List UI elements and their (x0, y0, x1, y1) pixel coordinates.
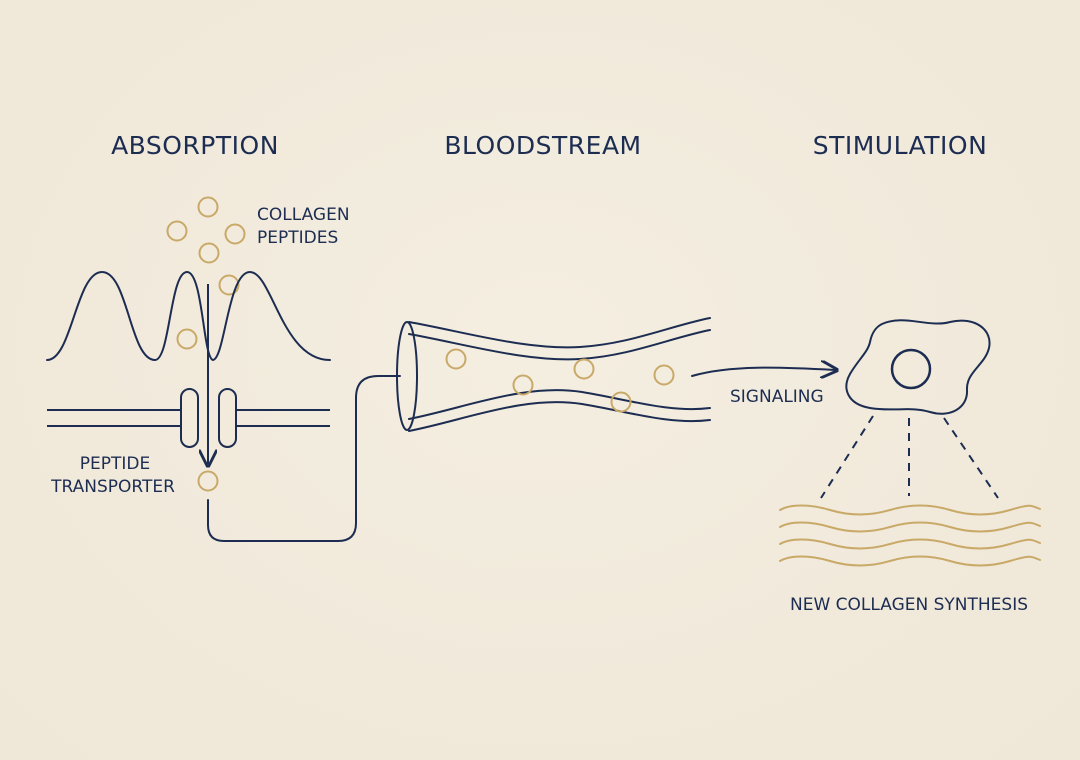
peptide-particle (176, 328, 198, 350)
collagen-fiber (779, 538, 1041, 550)
cell-membrane (47, 409, 330, 427)
synthesis-rays (820, 415, 999, 499)
stimulation-panel: NEW COLLAGEN SYNTHESIS (779, 319, 1041, 615)
peptide-particle (512, 374, 534, 396)
label-collagen-line1: COLLAGEN (257, 205, 350, 225)
heading-bloodstream: BLOODSTREAM (444, 131, 641, 160)
heading-stimulation: STIMULATION (813, 131, 988, 160)
collagen-fiber (779, 521, 1041, 533)
signaling-arrow (691, 368, 835, 376)
peptide-particle (197, 470, 219, 492)
absorption-panel: COLLAGEN PEPTIDES PEPTIDE TRANSPORTER (46, 196, 401, 542)
label-transporter-line1: PEPTIDE (80, 454, 150, 474)
peptide-particle (445, 348, 467, 370)
bloodstream-peptides (445, 348, 675, 413)
peptide-particle (610, 391, 632, 413)
blood-vessel-bottom-wall (408, 401, 711, 432)
peptide-particle (218, 274, 240, 296)
label-collagen-line2: PEPTIDES (257, 228, 338, 248)
peptide-particle (653, 364, 675, 386)
peptide-particle (198, 242, 220, 264)
label-new-collagen-synthesis: NEW COLLAGEN SYNTHESIS (790, 595, 1028, 615)
label-signaling: SIGNALING (730, 387, 824, 407)
blood-vessel-top-inner (408, 329, 711, 361)
transporter-channel-right (218, 388, 237, 448)
dashed-ray (820, 415, 874, 499)
collagen-fiber (779, 504, 1041, 516)
blood-vessel-top-wall (408, 317, 711, 349)
dashed-ray (943, 417, 999, 499)
heading-absorption: ABSORPTION (111, 131, 279, 160)
collagen-fiber (779, 555, 1041, 567)
peptide-particle (166, 220, 188, 242)
fibroblast-cell (845, 319, 991, 415)
blood-vessel-opening (396, 321, 418, 431)
bloodstream-panel: SIGNALING (396, 317, 835, 432)
label-transporter-line2: TRANSPORTER (50, 477, 175, 497)
blood-vessel-bottom-inner (408, 389, 711, 420)
peptide-particle (197, 196, 219, 218)
collagen-peptides-cluster (166, 196, 246, 492)
peptide-particle (224, 223, 246, 245)
intestinal-villi (46, 271, 331, 361)
cell-nucleus (890, 348, 932, 390)
peptide-particle (573, 358, 595, 380)
connector-line (207, 375, 401, 542)
collagen-fibers (779, 504, 1041, 567)
transporter-channel-left (180, 388, 199, 448)
